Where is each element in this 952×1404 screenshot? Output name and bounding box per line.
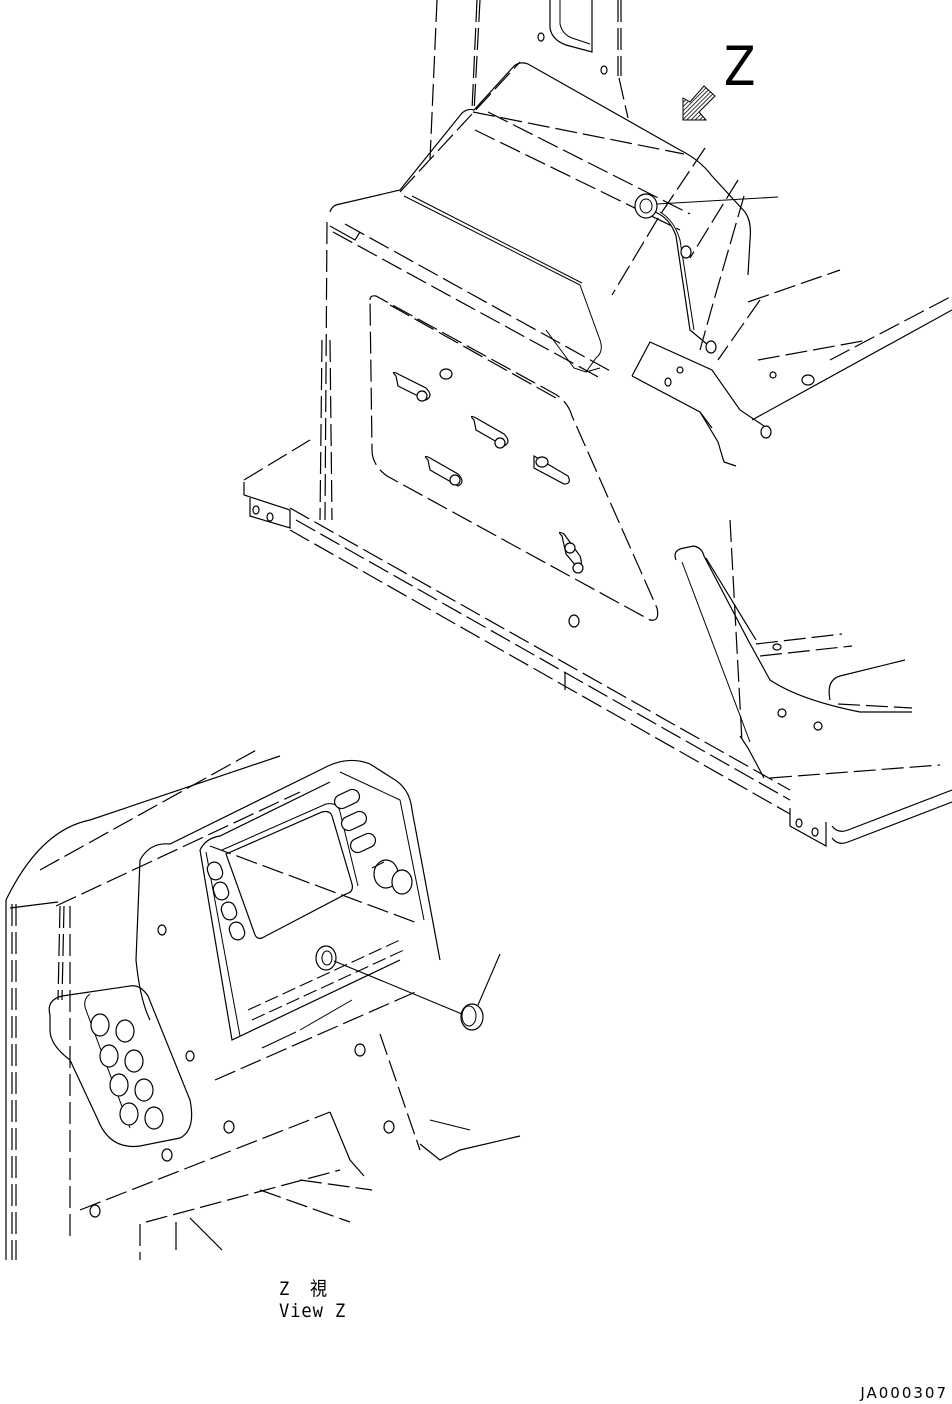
- lower-frame: [79, 1033, 521, 1260]
- caption-letter: Z: [279, 1278, 291, 1300]
- callout-leader-cover-plug: [656, 196, 779, 205]
- display-screen: [225, 810, 353, 939]
- drawing-id: JA000307: [860, 1384, 948, 1402]
- floor-frame: [243, 439, 952, 848]
- callout-leader-cap-hole: [333, 960, 463, 1015]
- cap-plug: [460, 1003, 484, 1031]
- key-switch: [371, 859, 413, 895]
- console-side-panel: [319, 221, 659, 628]
- left-button-column: [206, 861, 246, 941]
- cab-post: [429, 0, 629, 161]
- view-z-detail: [5, 747, 521, 1260]
- monitor-panel: [135, 759, 441, 1081]
- support-tube: [674, 519, 913, 779]
- switch-panel: [48, 924, 195, 1148]
- right-button-column: [333, 788, 377, 854]
- mounting-bracket: [631, 269, 952, 467]
- view-caption: Z 視 View Z: [279, 1278, 346, 1322]
- cap-hole: [315, 945, 337, 971]
- view-z-arrow-icon: [682, 85, 716, 121]
- cab-post-left: [5, 747, 301, 1260]
- view-marker-label: Z: [724, 35, 756, 98]
- slotted-holes: [392, 368, 584, 628]
- caption-kanji: 視: [310, 1278, 329, 1300]
- callout-leader-cap: [477, 953, 501, 1006]
- console-upper-cover: [329, 61, 761, 373]
- main-view: [243, 0, 952, 848]
- caption-english: View Z: [279, 1300, 347, 1322]
